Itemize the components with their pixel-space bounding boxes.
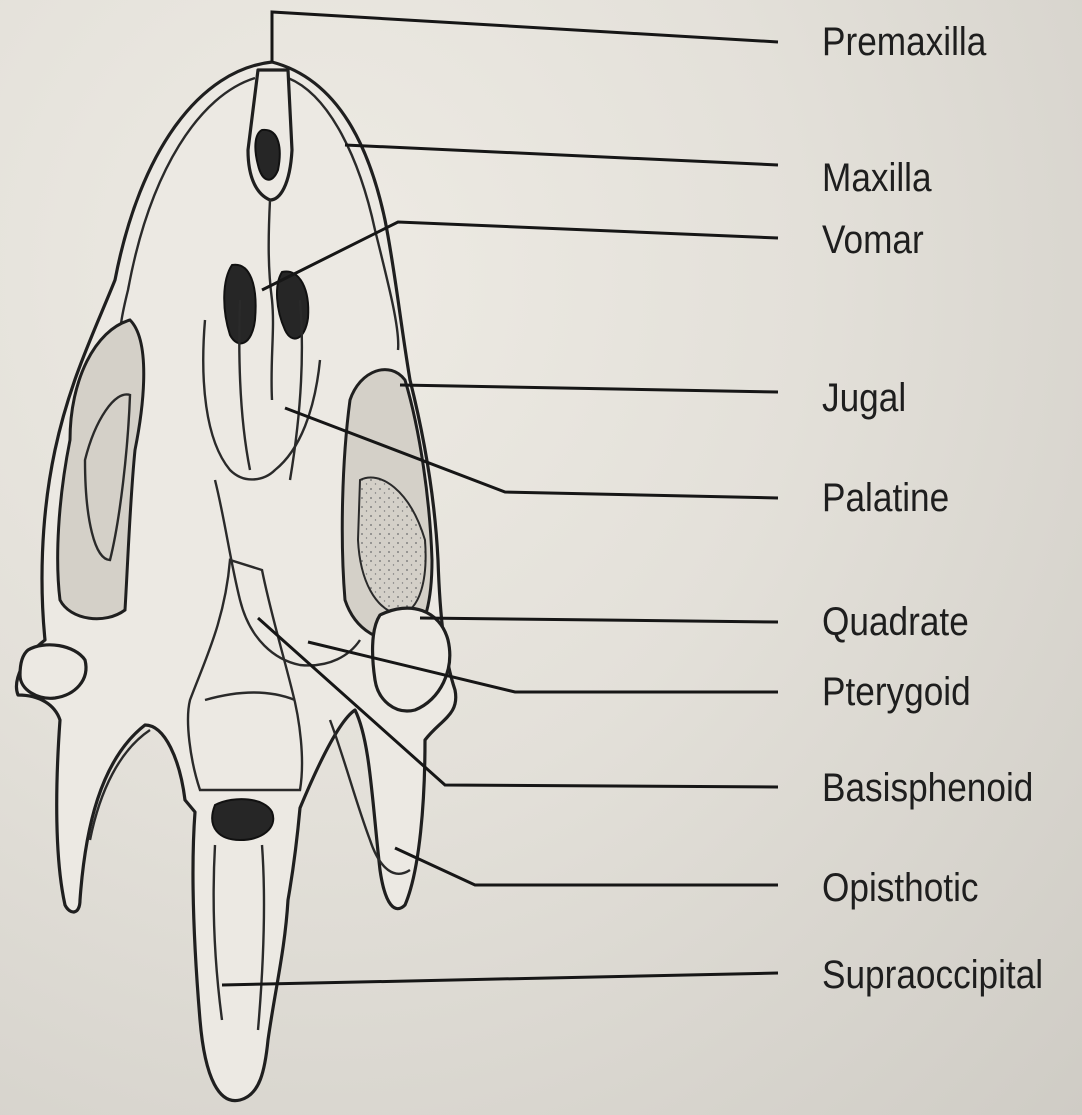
leader-supraoccipital (222, 973, 778, 985)
leader-opisthotic (395, 848, 778, 885)
label-vomar: Vomar (822, 220, 924, 260)
label-palatine: Palatine (822, 478, 949, 518)
quadrate-bone-left (20, 645, 86, 698)
leader-premaxilla (272, 12, 778, 62)
label-jugal: Jugal (822, 378, 906, 418)
label-quadrate: Quadrate (822, 602, 969, 642)
leader-jugal (400, 385, 778, 392)
label-premaxilla: Premaxilla (822, 22, 986, 62)
leader-quadrate (420, 618, 778, 622)
leader-maxilla (345, 145, 778, 165)
label-pterygoid: Pterygoid (822, 672, 971, 712)
foramen-magnum (212, 799, 273, 840)
label-supraoccipital: Supraoccipital (822, 955, 1043, 995)
label-maxilla: Maxilla (822, 158, 932, 198)
label-opisthotic: Opisthotic (822, 868, 979, 908)
label-basisphenoid: Basisphenoid (822, 768, 1033, 808)
